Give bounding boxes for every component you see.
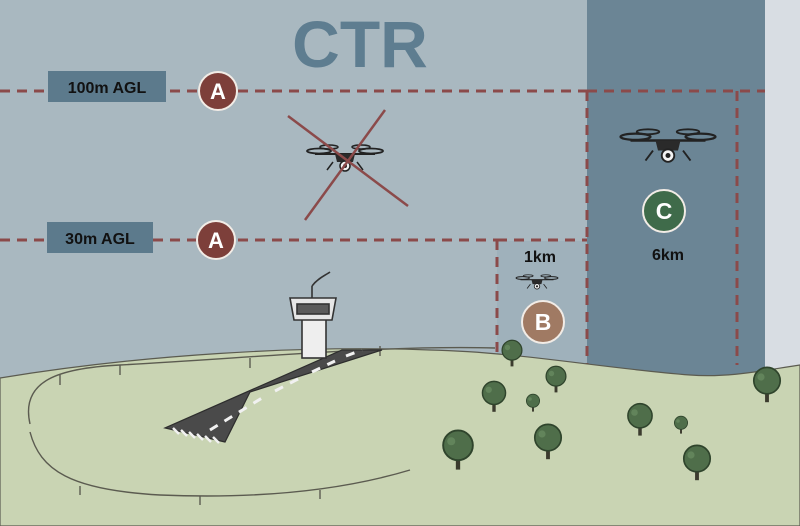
ground-hill	[0, 348, 800, 526]
dashed-boundaries	[0, 89, 765, 378]
control-tower-icon	[289, 271, 337, 359]
zone-b-marker: B	[521, 300, 565, 344]
zone-c-distance: 6km	[652, 247, 684, 264]
zone-a-letter-lower: A	[208, 228, 224, 253]
zone-b-letter: B	[535, 309, 552, 335]
crossed-out-drone-icon	[287, 109, 409, 221]
zone-a-marker-lower: A	[196, 220, 236, 260]
altitude-label-30m: 30m AGL	[47, 222, 153, 253]
zone-a-marker-upper: A	[198, 71, 238, 111]
zone-c-letter: C	[656, 198, 673, 224]
altitude-label-100m: 100m AGL	[48, 71, 166, 102]
altitude-label-100m-text: 100m AGL	[68, 80, 147, 97]
altitude-label-30m-text: 30m AGL	[65, 231, 135, 248]
zone-a-letter-upper: A	[210, 79, 226, 104]
diagram-title: CTR	[292, 7, 428, 81]
zone-b-distance: 1km	[524, 249, 556, 266]
runway	[163, 348, 383, 444]
zone-c-marker: C	[642, 189, 686, 233]
